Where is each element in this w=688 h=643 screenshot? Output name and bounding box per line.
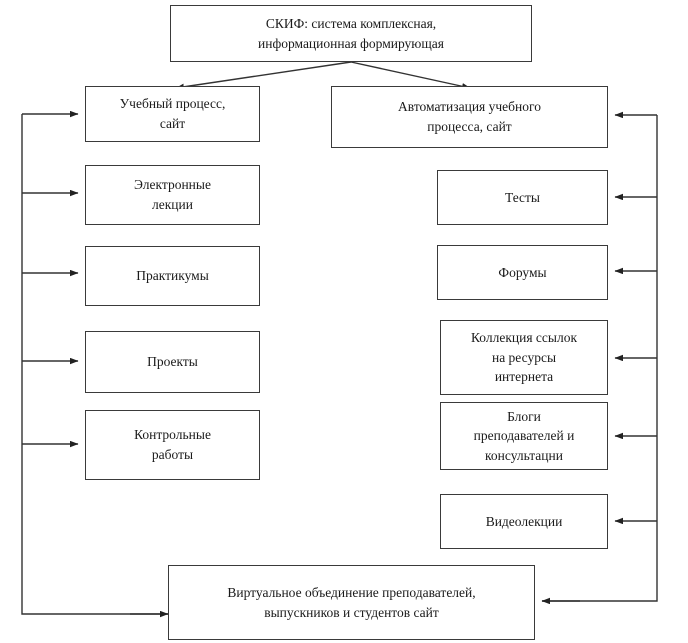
node-kontrolnye-raboty[interactable]: Контрольные работы	[85, 410, 260, 480]
node-videolekcii-line1: Видеолекции	[485, 513, 563, 529]
node-elektronnye-lekcii-line1: Электронные	[134, 177, 211, 193]
node-testy[interactable]: Тесты	[437, 170, 608, 225]
node-blogi[interactable]: Блоги преподавателей и консультацни	[440, 402, 608, 470]
right-bus-line	[542, 115, 658, 602]
node-kollekciya-ssylok-line3: интернета	[494, 369, 554, 385]
node-forumy-line1: Форумы	[498, 264, 547, 280]
node-blogi-line3: консультацни	[485, 447, 563, 463]
node-root-label: СКИФ: система комплексная, информационна…	[179, 14, 523, 53]
node-kontrolnye-raboty-line2: работы	[151, 447, 194, 462]
node-avtomatizaciya-line1: Автоматизация учебного	[398, 99, 541, 115]
node-avtomatizaciya[interactable]: Автоматизация учебного процесса, сайт	[331, 86, 608, 148]
node-kollekciya-ssylok-line1: Коллекция ссылок	[470, 330, 578, 346]
node-blogi-line1: Блоги	[507, 408, 541, 424]
node-virtualnoe-obedinenie-line2: выпускников и студентов сайт	[264, 604, 439, 620]
node-kollekciya-ssylok[interactable]: Коллекция ссылок на ресурсы интернета	[440, 320, 608, 395]
node-avtomatizaciya-line2: процесса, сайт	[427, 119, 512, 134]
node-forumy[interactable]: Форумы	[437, 245, 608, 300]
node-proekty[interactable]: Проекты	[85, 331, 260, 393]
node-root[interactable]: СКИФ: система комплексная, информационна…	[170, 5, 532, 62]
node-virtualnoe-obedinenie-line1: Виртуальное объединение преподавателей,	[227, 584, 476, 600]
node-root-line2: информационная формирующая	[258, 35, 444, 51]
node-elektronnye-lekcii[interactable]: Электронные лекции	[85, 165, 260, 225]
node-videolekcii[interactable]: Видеолекции	[440, 494, 608, 549]
edge-root-to-avtomatizaciya	[350, 61, 471, 90]
edge-root-to-uchebny-process	[175, 61, 352, 90]
node-proekty-line1: Проекты	[147, 354, 198, 370]
node-kontrolnye-raboty-line1: Контрольные	[134, 427, 211, 443]
node-elektronnye-lekcii-line2: лекции	[152, 197, 193, 212]
left-bus-line	[21, 114, 168, 615]
node-kollekciya-ssylok-line2: на ресурсы	[491, 349, 557, 365]
node-uchebny-process-line1: Учебный процесс,	[119, 96, 226, 112]
node-praktikumy[interactable]: Практикумы	[85, 246, 260, 306]
node-blogi-line2: преподавателей и	[473, 428, 575, 444]
node-testy-line1: Тесты	[504, 189, 541, 205]
node-uchebny-process[interactable]: Учебный процесс, сайт	[85, 86, 260, 142]
node-virtualnoe-obedinenie[interactable]: Виртуальное объединение преподавателей, …	[168, 565, 535, 640]
node-praktikumy-line1: Практикумы	[136, 268, 209, 284]
node-root-line1: СКИФ: система комплексная,	[265, 15, 437, 31]
node-uchebny-process-line2: сайт	[159, 116, 186, 131]
